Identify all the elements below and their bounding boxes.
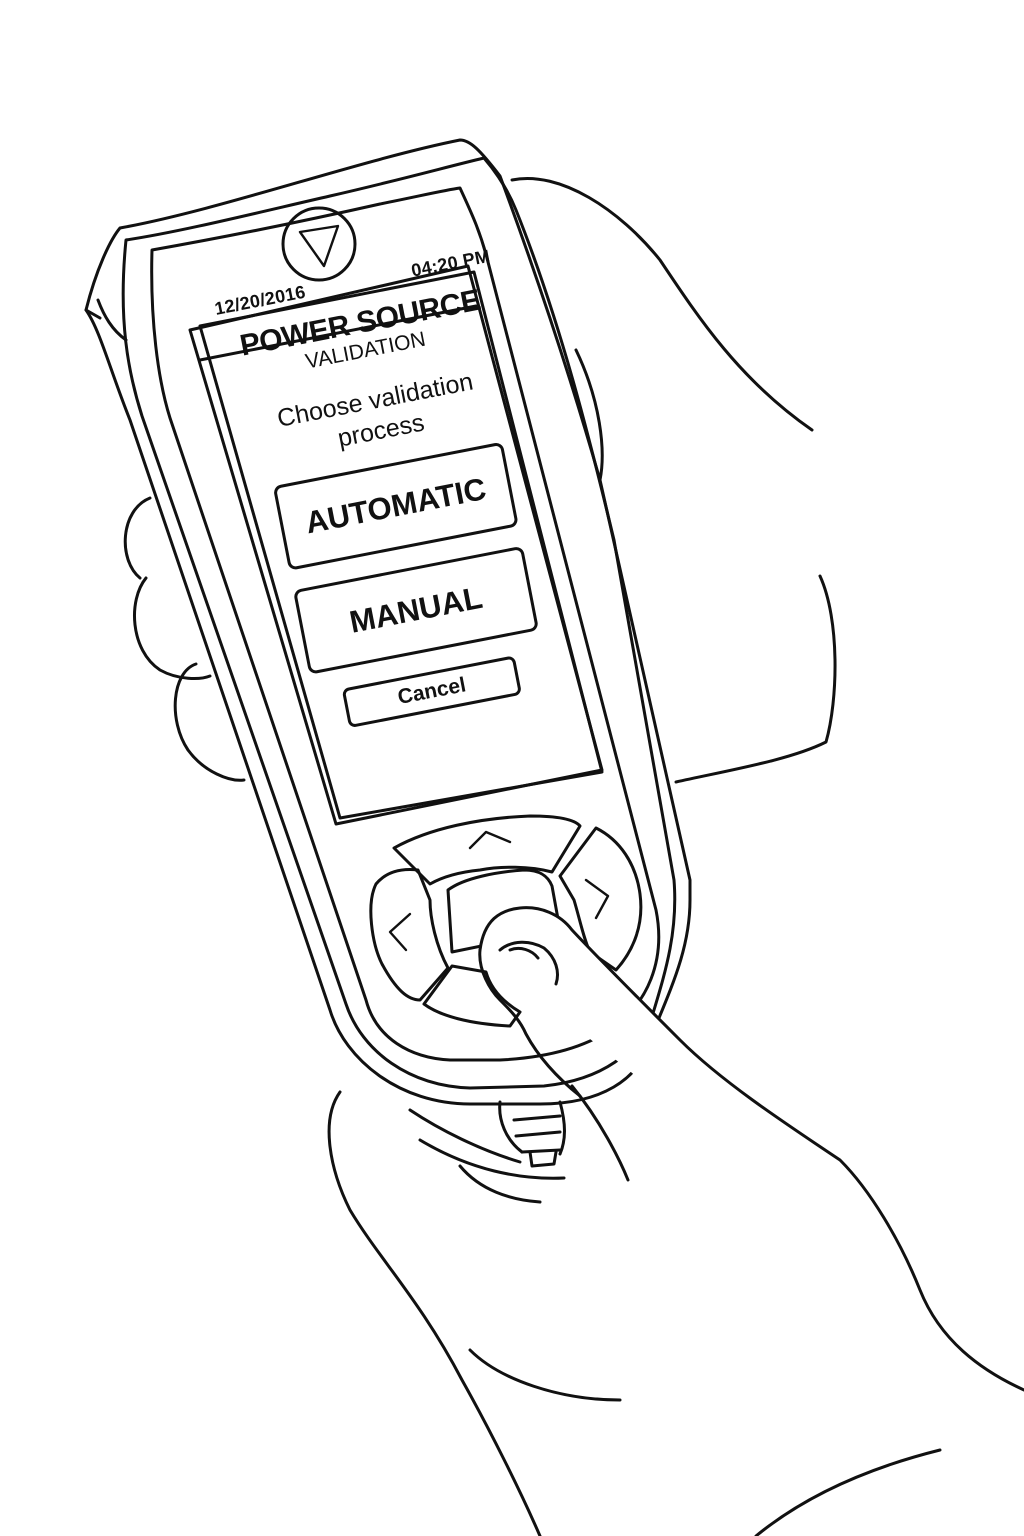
chevron-up-icon [468, 830, 512, 850]
right-button[interactable] [558, 826, 643, 972]
down-button[interactable] [422, 964, 522, 1028]
center-select-button[interactable] [446, 868, 562, 954]
chevron-left-icon [388, 912, 412, 952]
device-body [84, 138, 692, 1168]
keypad [369, 814, 643, 1028]
cancel-button[interactable]: Cancel [341, 655, 523, 729]
pressing-hand [327, 906, 1024, 1536]
holding-hand [123, 177, 837, 784]
status-time: 04:20 PM [409, 245, 492, 281]
automatic-button[interactable]: AUTOMATIC [272, 441, 519, 571]
manual-button[interactable]: MANUAL [292, 545, 540, 675]
screen-frame [188, 264, 604, 826]
left-button[interactable] [369, 868, 450, 1002]
chevron-right-icon [584, 878, 610, 920]
triangle-logo-icon [281, 206, 357, 282]
up-button[interactable] [392, 814, 582, 886]
status-date: 12/20/2016 [212, 281, 308, 319]
